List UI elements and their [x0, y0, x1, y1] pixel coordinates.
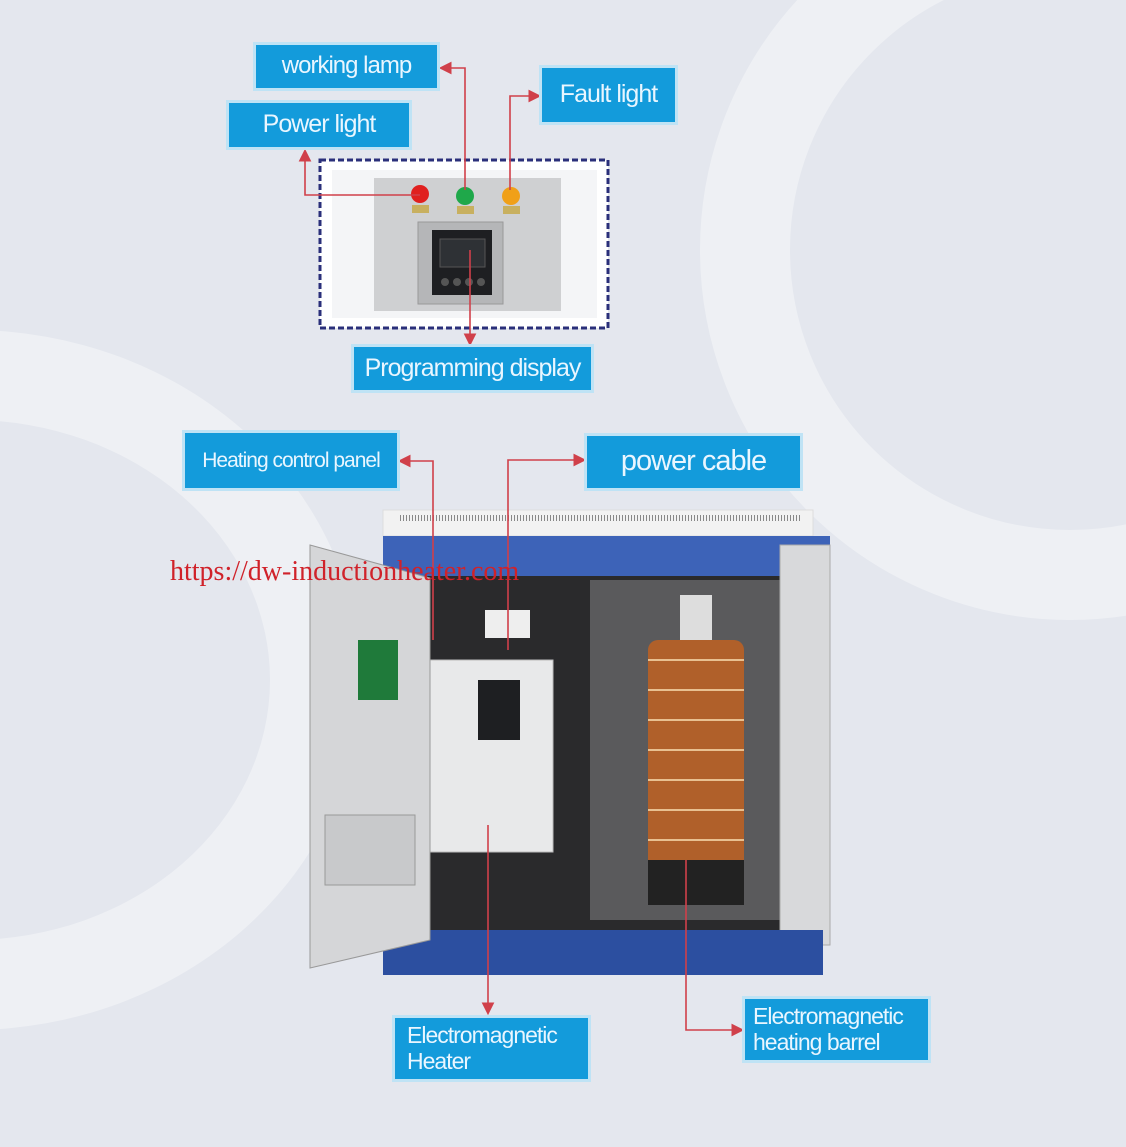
- label-text: Fault light: [559, 80, 658, 109]
- label-em-heating-barrel: Electromagnetic heating barrel: [745, 999, 928, 1060]
- label-power-cable: power cable: [587, 436, 800, 488]
- fault-light-lamp: [502, 187, 520, 205]
- label-power-light: Power light: [229, 103, 409, 147]
- label-working-lamp: working lamp: [256, 45, 437, 88]
- label-text: working lamp: [281, 52, 412, 80]
- label-text: Power light: [262, 110, 377, 139]
- control-panel-closeup: [318, 158, 610, 330]
- label-text: Electromagnetic Heater: [407, 1022, 558, 1074]
- label-em-heater: Electromagnetic Heater: [395, 1018, 588, 1079]
- label-text: power cable: [620, 445, 767, 478]
- cabinet: [309, 509, 831, 975]
- power-light-lamp: [411, 185, 429, 203]
- open-door: [309, 544, 431, 969]
- label-text: Heating control panel: [202, 448, 380, 472]
- label-heating-control-panel: Heating control panel: [185, 433, 397, 488]
- watermark: https://dw-inductionheater.com: [170, 556, 520, 587]
- label-text: Programming display: [364, 353, 582, 382]
- label-text: Electromagnetic heating barrel: [753, 1003, 904, 1055]
- callout-arrows: [298, 61, 745, 1037]
- label-fault-light: Fault light: [542, 68, 675, 122]
- heating-barrel: [648, 595, 744, 905]
- working-lamp: [456, 187, 474, 205]
- label-programming-display: Programming display: [354, 347, 591, 390]
